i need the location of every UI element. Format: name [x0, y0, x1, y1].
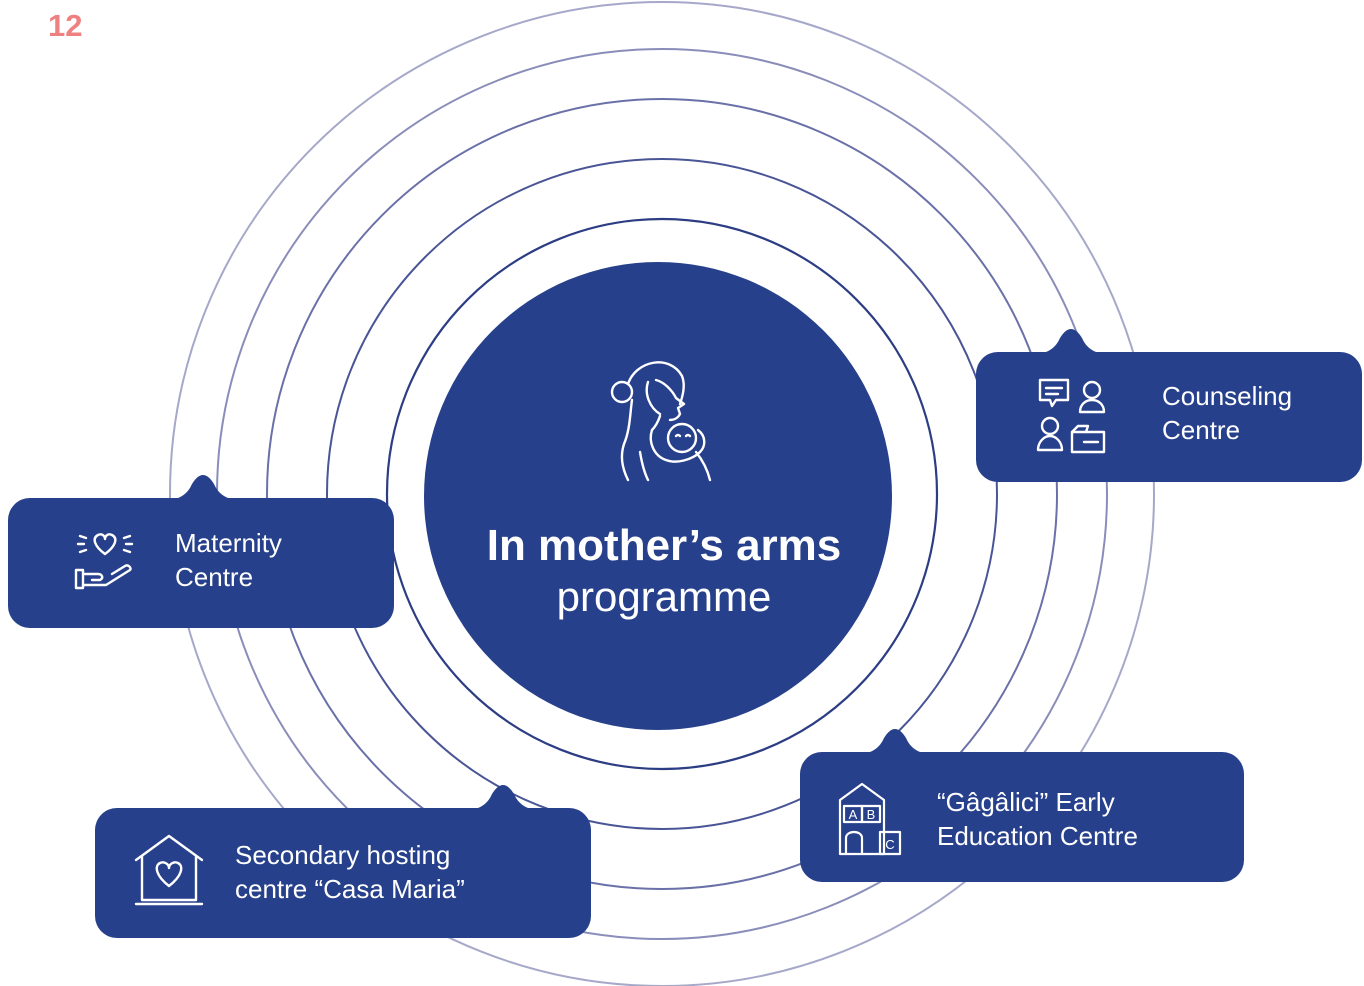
- svg-text:B: B: [867, 807, 876, 822]
- svg-text:A: A: [849, 807, 858, 822]
- heart-in-hand-icon: [74, 533, 134, 590]
- center-disc: [424, 262, 892, 730]
- node-counseling-line2: Centre: [1162, 415, 1241, 445]
- node-early-education-line1: “Gâgâlici” Early: [937, 787, 1115, 817]
- node-casa-maria-shape: [95, 785, 591, 938]
- node-casa-maria-label: Secondary hosting centre “Casa Maria”: [235, 838, 465, 906]
- ring-3: [266, 98, 1058, 890]
- counseling-people-icon: [1036, 378, 1106, 454]
- node-maternity-line1: Maternity: [175, 528, 282, 558]
- node-maternity-label: Maternity Centre: [175, 526, 282, 594]
- ring-5: [169, 1, 1155, 986]
- node-casa-maria-line1: Secondary hosting: [235, 840, 451, 870]
- ring-1: [385, 217, 939, 771]
- ring-2: [326, 158, 998, 830]
- page-number: 12: [48, 8, 83, 43]
- node-early-education-label: “Gâgâlici” Early Education Centre: [937, 785, 1138, 853]
- node-counseling-line1: Counseling: [1162, 381, 1293, 411]
- node-maternity-line2: Centre: [175, 562, 254, 592]
- heart-house-icon: [134, 834, 204, 906]
- node-counseling-label: Counseling Centre: [1162, 379, 1292, 447]
- abc-blocks-icon: A B C: [838, 782, 902, 856]
- mother-with-baby-icon: [610, 361, 712, 482]
- node-casa-maria-line2: centre “Casa Maria”: [235, 874, 465, 904]
- programme-subtitle: programme: [556, 573, 772, 620]
- center-text: In mother’s arms programme: [424, 520, 904, 622]
- node-early-education-shape: [800, 729, 1244, 882]
- programme-title: In mother’s arms: [486, 521, 842, 570]
- svg-text:C: C: [885, 837, 894, 852]
- node-maternity-shape: [8, 475, 394, 628]
- node-early-education-line2: Education Centre: [937, 821, 1138, 851]
